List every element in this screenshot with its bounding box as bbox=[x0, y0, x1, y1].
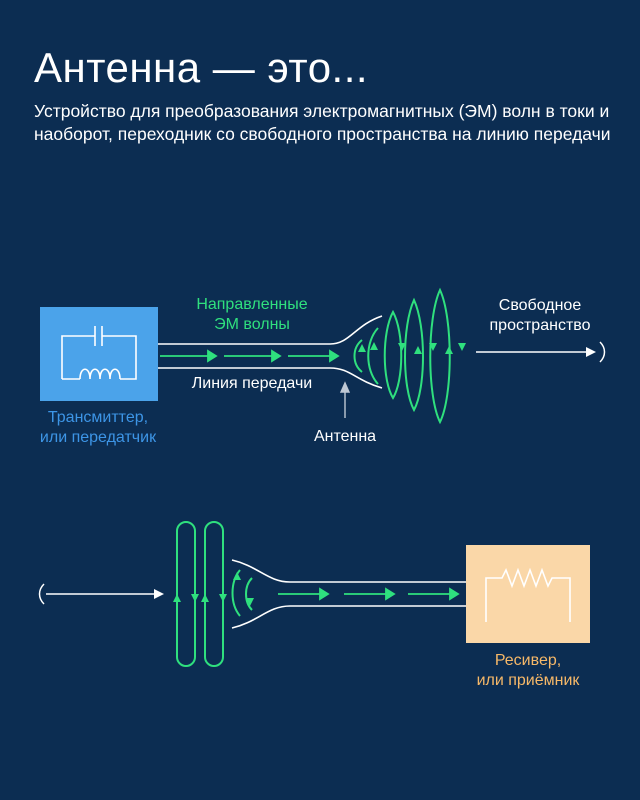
radiated-waves-top bbox=[353, 287, 451, 425]
antenna-pointer-arrow bbox=[339, 381, 351, 418]
transmitter-label-line2: или передатчик bbox=[40, 429, 157, 446]
receiver-label-line2: или приёмник bbox=[477, 672, 581, 689]
transmitter-box bbox=[40, 307, 158, 401]
guided-wave-arrows-bottom bbox=[278, 587, 460, 601]
transmission-line-bottom bbox=[231, 559, 466, 629]
incoming-wave-arrow bbox=[38, 583, 164, 605]
guided-waves-label-line2: ЭМ волны bbox=[214, 316, 290, 333]
free-space-label-line2: пространство bbox=[490, 317, 591, 334]
captured-waves-bottom bbox=[231, 569, 253, 617]
transmission-line-label: Линия передачи bbox=[192, 375, 312, 392]
antenna-label: Антенна bbox=[314, 428, 376, 445]
page-title: Антенна — это... bbox=[34, 44, 369, 91]
transmitter-circuit-icon bbox=[61, 326, 137, 380]
free-space-arrow bbox=[476, 341, 606, 363]
page-subtitle: Устройство для преобразования электромаг… bbox=[34, 101, 611, 144]
radiated-wave-arrowheads-top bbox=[358, 342, 466, 354]
free-space-label-line1: Свободное bbox=[499, 297, 582, 314]
incoming-wave-arrowheads-bottom bbox=[173, 594, 227, 602]
receiver-box bbox=[466, 545, 590, 643]
guided-wave-arrows-top bbox=[160, 349, 340, 363]
guided-waves-label-line1: Направленные bbox=[196, 296, 307, 313]
receiver-label-line1: Ресивер, bbox=[495, 652, 561, 669]
captured-wave-arrowheads-bottom bbox=[233, 572, 254, 606]
transmission-line-top bbox=[158, 315, 383, 389]
incoming-waves-bottom bbox=[176, 521, 224, 667]
resistor-circuit-icon bbox=[485, 567, 571, 622]
transmitter-label-line1: Трансмиттер, bbox=[48, 409, 148, 426]
